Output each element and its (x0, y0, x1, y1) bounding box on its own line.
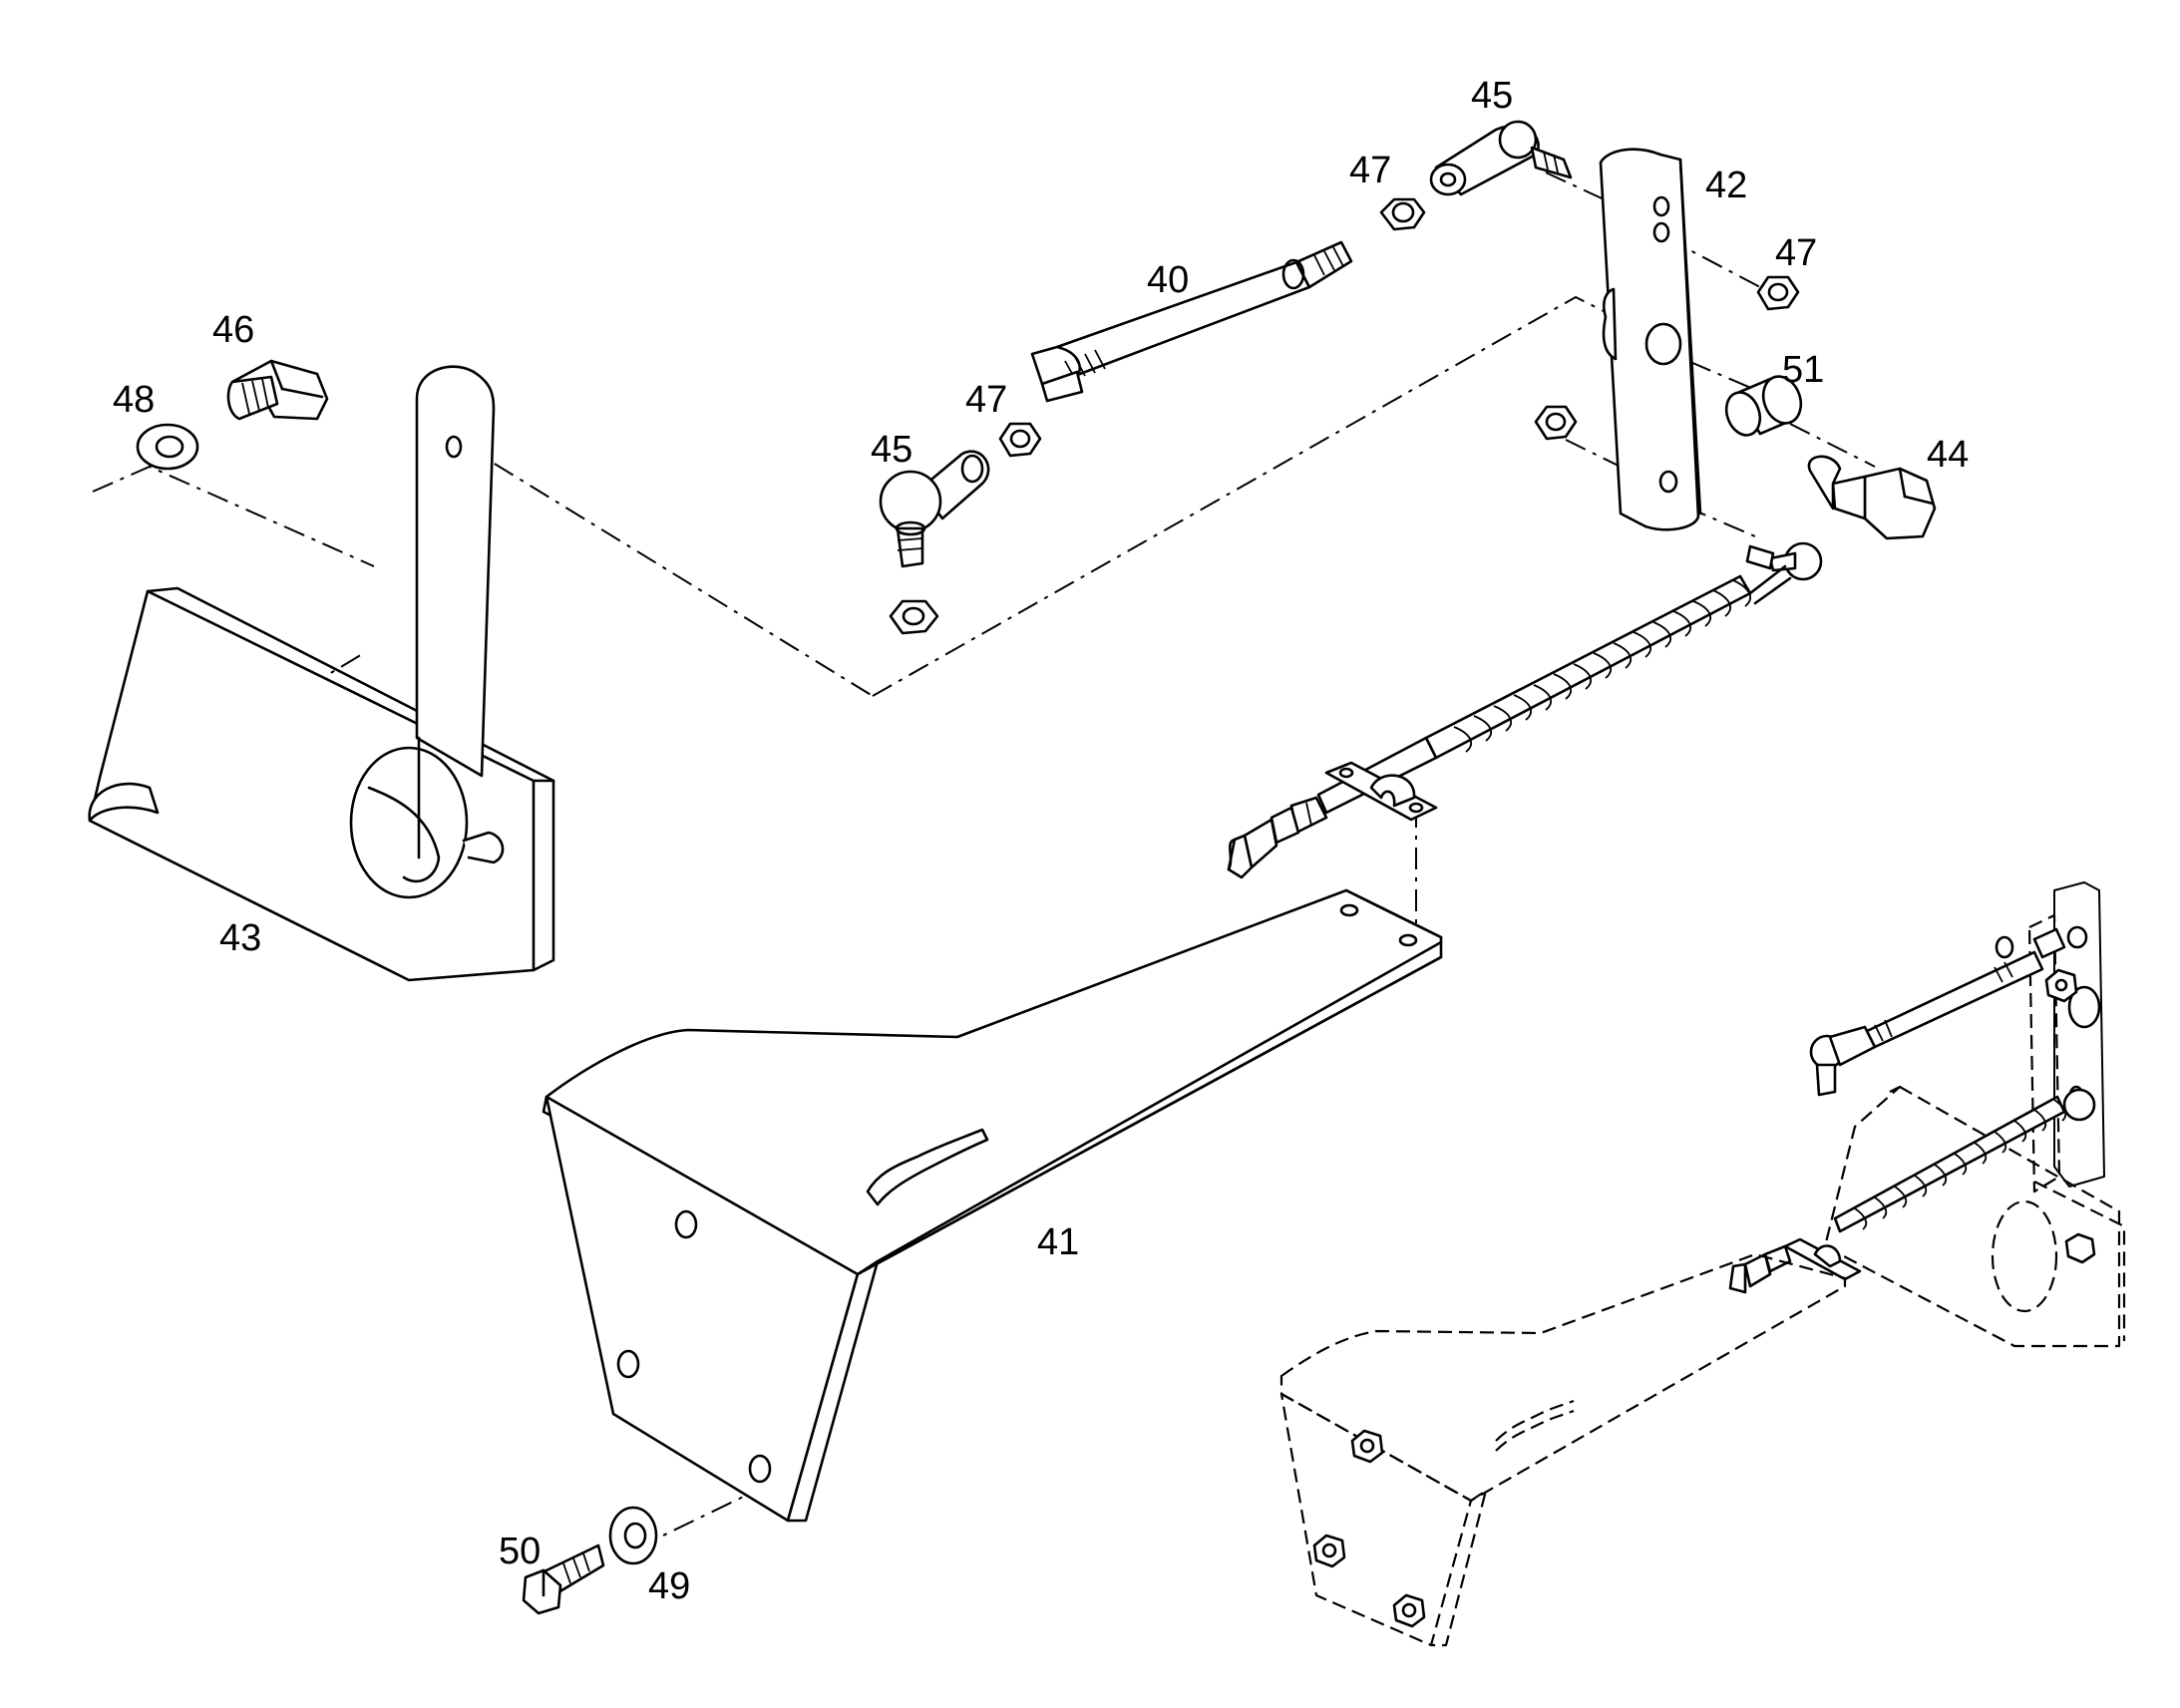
part-43-lever-bracket (88, 365, 555, 982)
callout-49: 49 (648, 1565, 690, 1607)
callout-42: 42 (1705, 165, 1747, 206)
installed-assembly-view (1279, 881, 2126, 1647)
part-42-lever-plate (1599, 148, 1702, 531)
callout-40: 40 (1147, 259, 1189, 301)
callout-51: 51 (1782, 349, 1824, 391)
callout-47-top: 47 (1349, 150, 1391, 191)
part-47-nut-top (1379, 197, 1426, 231)
callout-43: 43 (219, 917, 261, 959)
part-45-upper-ball-joint (1429, 120, 1573, 196)
nut-lower-left (889, 599, 939, 635)
part-51-bushing (1724, 375, 1803, 437)
callout-45-upper: 45 (1471, 75, 1513, 117)
part-40-threaded-rod (1030, 240, 1353, 403)
callout-41: 41 (1037, 1221, 1079, 1263)
callout-48: 48 (113, 379, 155, 421)
part-44-shoulder-bolt (1807, 455, 1937, 540)
callout-47-right: 47 (1775, 232, 1817, 274)
callout-labels: 40 41 42 43 44 45 45 46 47 47 47 48 49 5… (113, 75, 1969, 1607)
part-48-washer (136, 423, 199, 471)
part-46-bolt (226, 359, 329, 421)
part-47-nut-middle (998, 422, 1042, 458)
callout-46: 46 (212, 309, 254, 351)
part-41-mounting-bracket (542, 888, 1443, 1523)
control-cable-assembly (1227, 541, 1823, 879)
callout-44: 44 (1927, 434, 1969, 476)
part-50-bolt (522, 1543, 605, 1615)
nut-plate-left (1534, 405, 1578, 441)
part-49-washer (608, 1506, 658, 1565)
callout-50: 50 (499, 1531, 541, 1572)
callout-47-middle: 47 (965, 379, 1007, 421)
part-47-nut-right (1756, 275, 1800, 311)
callout-45-lower: 45 (871, 429, 912, 471)
part-45-lower-ball-joint (879, 450, 990, 568)
